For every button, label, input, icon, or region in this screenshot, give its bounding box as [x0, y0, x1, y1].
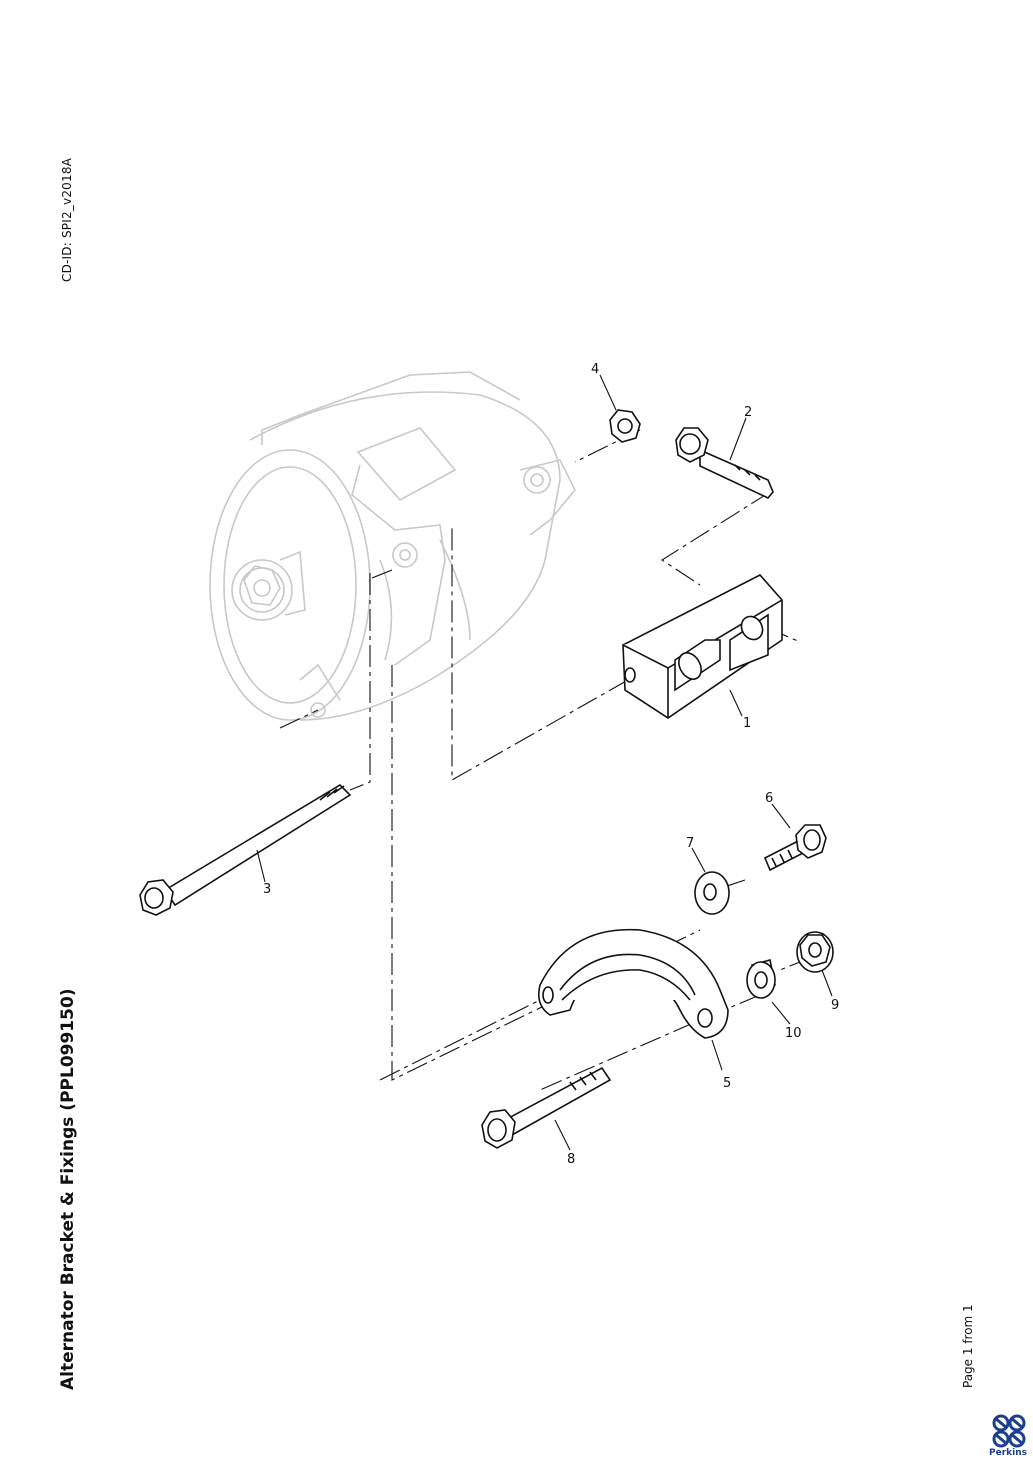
- part-6-short-bolt: [763, 824, 827, 872]
- part-2-bolt: [675, 427, 774, 499]
- callout-numbers: 1 2 3 4 5 6 7 8 9 10: [263, 362, 839, 1167]
- callout-3: 3: [263, 882, 271, 897]
- part-9-flange-nut: [796, 931, 834, 973]
- callout-10: 10: [785, 1026, 802, 1041]
- part-10-spacer: [746, 958, 776, 999]
- perkins-logo-icon: [992, 1414, 1026, 1448]
- part-4-nut: [609, 409, 641, 443]
- callout-4: 4: [591, 362, 599, 377]
- callout-9: 9: [831, 998, 839, 1013]
- callout-5: 5: [723, 1076, 731, 1091]
- callout-8: 8: [567, 1152, 575, 1167]
- part-8-bolt: [481, 1066, 612, 1149]
- callout-1: 1: [743, 716, 751, 731]
- callout-2: 2: [744, 405, 752, 420]
- part-5-curved-bracket: [537, 928, 729, 1039]
- callout-7: 7: [686, 836, 694, 851]
- part-1-spacer-block: [622, 574, 783, 719]
- alternator-outline: [209, 371, 576, 721]
- leader-lines: [256, 374, 833, 1151]
- brand-name: Perkins: [989, 1448, 1027, 1458]
- part-3-long-bolt: [139, 783, 352, 916]
- part-7-washer: [694, 871, 730, 915]
- callout-6: 6: [765, 791, 773, 806]
